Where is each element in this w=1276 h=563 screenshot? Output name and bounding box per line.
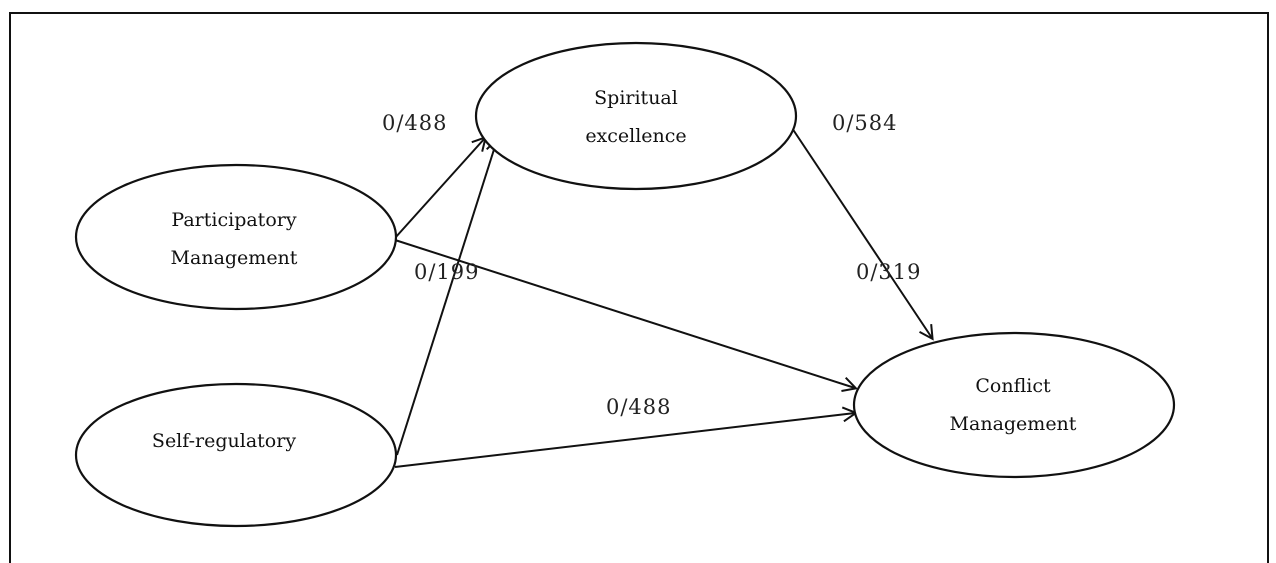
node-spiritual-line2: excellence: [585, 125, 686, 147]
edge-participatory-to-conflict: [394, 239, 858, 392]
node-conflict-management: Conflict Management: [852, 331, 1176, 479]
node-self-regulatory: Self-regulatory: [74, 382, 398, 528]
edge-participatory-to-spiritual: [394, 135, 488, 239]
node-conflict-line1: Conflict: [975, 375, 1051, 397]
node-participatory-ellipse: [74, 163, 398, 311]
coef-self-to-spiritual-via: 0/319: [856, 260, 922, 284]
node-conflict-line2: Management: [950, 413, 1077, 435]
coef-spiritual-to-conflict: 0/584: [832, 111, 898, 135]
coef-participatory-to-conflict: 0/199: [414, 260, 480, 284]
edge-self-to-conflict: [394, 406, 859, 468]
coef-self-to-conflict: 0/488: [606, 395, 672, 419]
node-self-ellipse: [74, 382, 398, 528]
node-conflict-ellipse: [852, 331, 1176, 479]
node-spiritual-ellipse: [474, 41, 798, 191]
node-participatory-management: Participatory Management: [74, 163, 398, 311]
diagram-frame: [9, 12, 1269, 563]
edge-self-to-spiritual: [396, 137, 502, 456]
node-participatory-line2: Management: [171, 247, 298, 269]
edge-spiritual-to-conflict: [791, 127, 934, 341]
node-spiritual-line1: Spiritual: [594, 87, 678, 109]
node-self-line1: Self-regulatory: [152, 430, 296, 452]
node-participatory-line1: Participatory: [171, 209, 296, 231]
coef-participatory-to-spiritual: 0/488: [382, 111, 448, 135]
node-spiritual-excellence: Spiritual excellence: [474, 41, 798, 191]
